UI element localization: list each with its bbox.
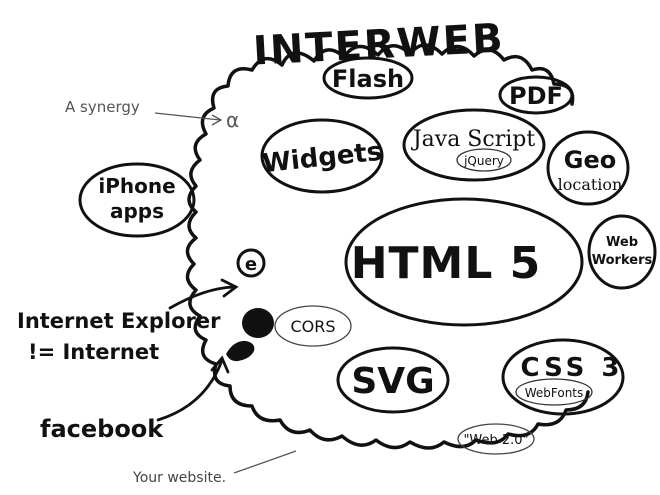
facebook-annotation-arrow [156,355,230,422]
iphone-apps-bubble [78,162,196,238]
javascript-bubble [402,108,546,182]
your-website-arrow [233,450,297,474]
flash-bubble [322,56,414,100]
geolocation-bubble [546,130,630,206]
synergy-symbol: α [226,108,239,132]
jquery-bubble [456,148,512,172]
css3-label: CSS 3 [521,353,624,383]
facebook-blob-marker [226,340,255,362]
pdf-bubble [498,75,574,115]
webfonts-label: WebFonts [525,386,584,400]
svg-label: SVG [351,361,434,402]
cors-bubble [274,305,352,347]
jquery-label: jQuery [463,154,504,168]
web-workers-label-line1: Web [606,235,638,250]
iphone-apps-label-line1: iPhone [98,174,175,198]
black-dot-marker [242,308,274,338]
web-workers-label-line2: Workers [592,253,653,268]
web20-label: "Web 2.0" [463,433,528,448]
css3-bubble [501,338,625,416]
ie-logo-icon [236,248,266,278]
geolocation-label-line2: location [558,175,623,194]
web20-bubble [457,423,535,455]
svg-bubble [336,346,450,414]
interweb-cloud-outline [185,43,590,450]
html5-bubble [344,197,584,327]
ie-annotation-line1: Internet Explorer [17,309,221,333]
webfonts-bubble [515,378,593,406]
web-workers-bubble [587,214,657,290]
pdf-label: PDF [509,82,563,110]
synergy-arrow [154,112,223,126]
ie-annotation-line2: != Internet [28,340,159,364]
javascript-label: Java Script [411,127,536,152]
ie-annotation-arrow [168,278,239,310]
your-website-annotation: Your website. [132,470,226,486]
facebook-annotation: facebook [40,415,164,443]
cors-label: CORS [290,317,335,336]
ie-logo-letter: e [245,254,257,275]
flash-label: Flash [332,65,404,93]
synergy-label: A synergy [65,98,140,116]
html5-label: HTML 5 [351,238,542,289]
geolocation-label-line1: Geo [564,146,616,174]
iphone-apps-label-line2: apps [110,199,164,223]
widgets-bubble [260,118,384,194]
